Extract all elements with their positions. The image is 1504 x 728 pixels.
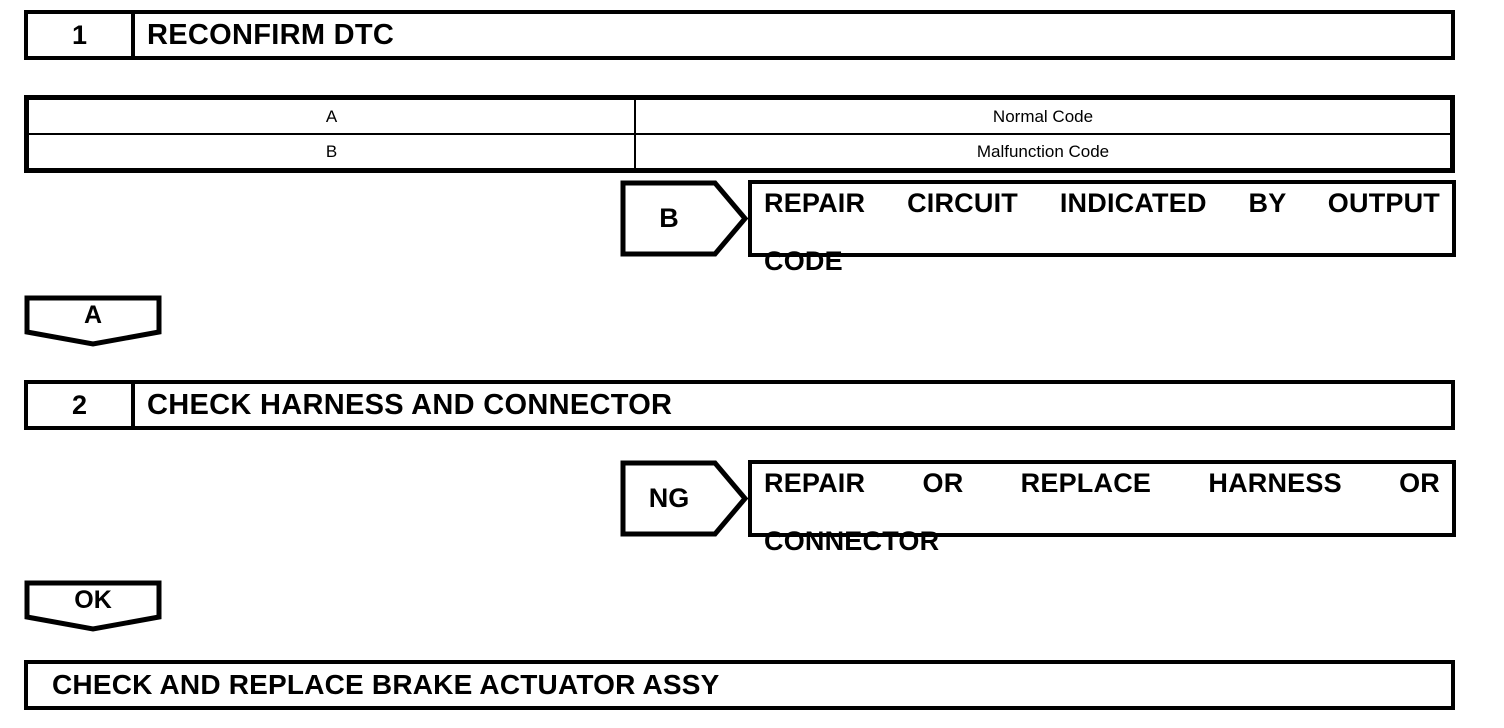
chevron-right-icon (620, 460, 748, 537)
code-cell-a: Normal Code (634, 98, 1452, 135)
result-table: A Normal Code B Malfunction Code (24, 95, 1455, 173)
continue-tab-ok-label: OK (74, 585, 112, 614)
step-1-header: 1 RECONFIRM DTC (24, 10, 1455, 60)
continue-tab-a: A (24, 295, 162, 347)
branch-ng-action-line2: CONNECTOR (764, 526, 940, 557)
branch-b: B REPAIR CIRCUIT INDICATED BY OUTPUT COD… (620, 180, 1456, 276)
branch-ng-action-line1: REPAIR OR REPLACE HARNESS OR (764, 468, 1440, 498)
table-row: B Malfunction Code (27, 133, 1452, 170)
pentagon-down-icon (24, 580, 162, 632)
final-action-box: CHECK AND REPLACE BRAKE ACTUATOR ASSY (24, 660, 1455, 710)
chevron-right-icon (620, 180, 748, 257)
branch-b-action-box: REPAIR CIRCUIT INDICATED BY OUTPUT CODE (748, 180, 1456, 276)
final-action-label: CHECK AND REPLACE BRAKE ACTUATOR ASSY (52, 669, 720, 700)
step-1-number: 1 (71, 19, 88, 50)
code-cell-b: Malfunction Code (634, 133, 1452, 170)
result-cell-a: A (27, 98, 636, 135)
branch-arrow-b: B (620, 180, 748, 257)
branch-ng-action-box: REPAIR OR REPLACE HARNESS OR CONNECTOR (748, 460, 1456, 556)
branch-ng: NG REPAIR OR REPLACE HARNESS OR CONNECTO… (620, 460, 1456, 556)
branch-ng-label: NG (648, 483, 690, 513)
continue-tab-a-label: A (83, 300, 103, 329)
branch-b-label: B (659, 203, 679, 233)
pentagon-down-icon (24, 295, 162, 347)
step-1-title-cell: RECONFIRM DTC (135, 14, 1451, 56)
step-2-title-cell: CHECK HARNESS AND CONNECTOR (135, 384, 1451, 426)
step-1-number-cell: 1 (28, 14, 135, 56)
branch-arrow-ng: NG (620, 460, 748, 537)
step-2-number-cell: 2 (28, 384, 135, 426)
result-cell-b: B (27, 133, 636, 170)
step-2-number: 2 (71, 389, 88, 420)
step-2-title: CHECK HARNESS AND CONNECTOR (147, 388, 673, 421)
branch-b-action-line1: REPAIR CIRCUIT INDICATED BY OUTPUT (764, 188, 1440, 218)
branch-b-action-line2: CODE (764, 246, 843, 277)
continue-tab-ok: OK (24, 580, 162, 632)
step-1-title: RECONFIRM DTC (147, 18, 395, 51)
step-2-header: 2 CHECK HARNESS AND CONNECTOR (24, 380, 1455, 430)
table-row: A Normal Code (27, 98, 1452, 135)
